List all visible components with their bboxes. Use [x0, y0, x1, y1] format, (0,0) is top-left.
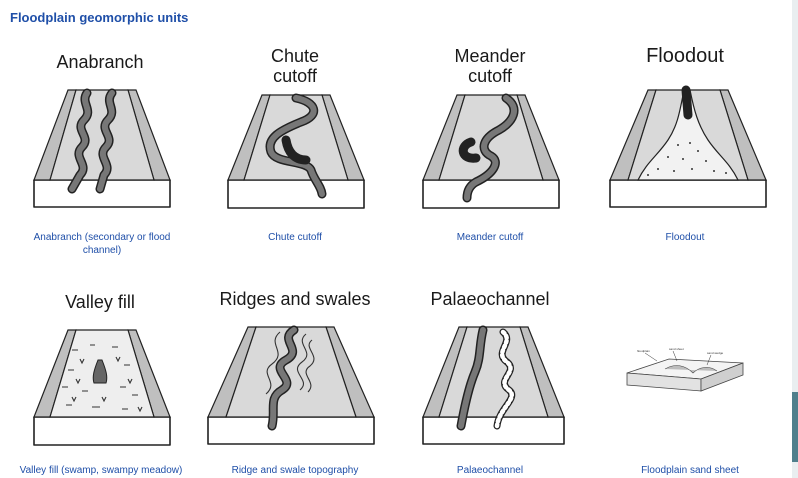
- caption-palaeochannel: Palaeochannel: [425, 464, 555, 477]
- caption-meander-cutoff: Meander cutoff: [425, 231, 555, 244]
- heading-anabranch: Anabranch: [40, 52, 160, 72]
- svg-text:sand sheet: sand sheet: [669, 347, 684, 351]
- heading-meander-cutoff: Meander cutoff: [430, 46, 550, 86]
- valley-fill-diagram: [32, 325, 172, 450]
- ridges-swales-diagram: [206, 322, 376, 452]
- caption-sand-sheet: Floodplain sand sheet: [615, 464, 765, 477]
- chute-cutoff-diagram: [226, 90, 366, 215]
- svg-text:floodplain: floodplain: [637, 349, 650, 353]
- palaeochannel-diagram: [421, 322, 566, 452]
- meander-cutoff-diagram: [421, 90, 561, 215]
- heading-ridges-swales: Ridges and swales: [205, 289, 385, 309]
- caption-valley-fill: Valley fill (swamp, swampy meadow): [6, 464, 196, 477]
- anabranch-diagram: [32, 85, 172, 215]
- caption-chute-cutoff: Chute cutoff: [230, 231, 360, 244]
- caption-floodout: Floodout: [625, 231, 745, 244]
- heading-palaeochannel: Palaeochannel: [420, 289, 560, 309]
- caption-ridges-swales: Ridge and swale topography: [210, 464, 380, 477]
- heading-floodout: Floodout: [625, 46, 745, 66]
- caption-anabranch: Anabranch (secondary or flood channel): [22, 231, 182, 257]
- page-title: Floodplain geomorphic units: [10, 10, 188, 25]
- heading-chute-cutoff: Chute cutoff: [235, 46, 355, 86]
- svg-text:sand wedge: sand wedge: [707, 351, 724, 355]
- heading-valley-fill: Valley fill: [40, 292, 160, 312]
- floodout-diagram: [608, 85, 768, 215]
- sand-sheet-diagram: floodplain sand sheet sand wedge: [625, 345, 745, 405]
- right-edge-accent: [792, 392, 798, 462]
